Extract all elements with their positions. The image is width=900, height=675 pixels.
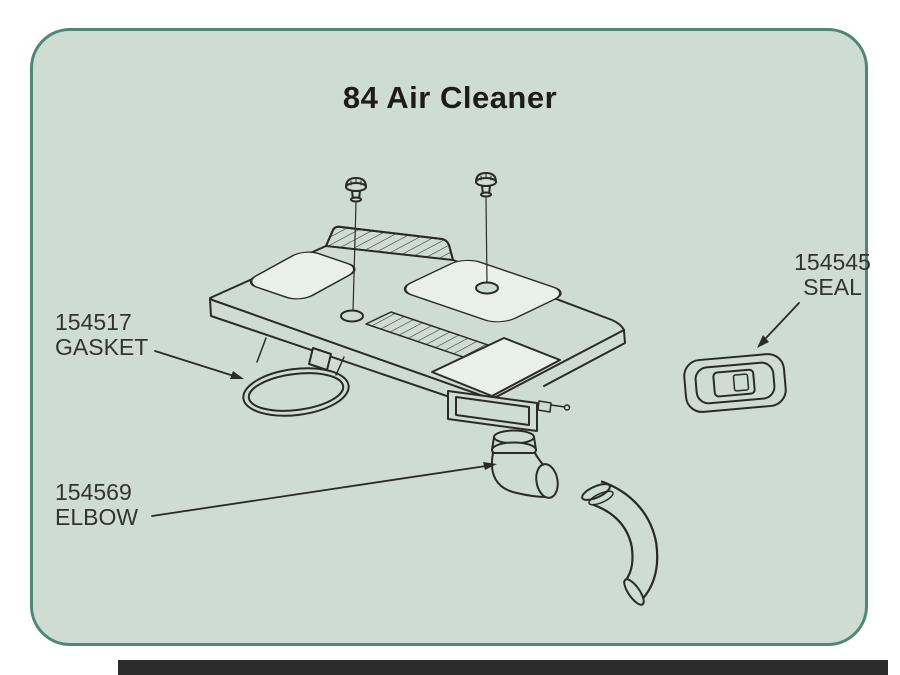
gasket-drawing xyxy=(242,367,350,417)
seal-label: 154545 SEAL xyxy=(780,249,885,301)
gasket-part-number: 154517 xyxy=(55,309,132,335)
wing-nut-left-drawing xyxy=(345,177,367,312)
snorkel-opening-drawing xyxy=(447,390,571,432)
elbow-drawing xyxy=(491,429,559,499)
page-title: 84 Air Cleaner xyxy=(342,80,558,115)
elbow-part-name: ELBOW xyxy=(55,504,139,531)
gasket-part-name: GASKET xyxy=(55,334,149,361)
hose-drawing xyxy=(581,480,659,606)
seal-part-name: SEAL xyxy=(803,274,862,301)
gasket-label: 154517 GASKET xyxy=(55,309,149,361)
air-cleaner-cover-drawing xyxy=(209,225,626,414)
elbow-part-number: 154569 xyxy=(55,479,132,505)
seal-drawing xyxy=(683,353,787,413)
seal-arrow xyxy=(757,302,800,348)
elbow-label: 154569 ELBOW xyxy=(55,479,139,531)
elbow-arrow xyxy=(151,462,497,517)
bottom-border-strip xyxy=(118,660,888,675)
wing-nut-right-drawing xyxy=(475,172,497,284)
gasket-arrow xyxy=(154,350,244,379)
seal-part-number: 154545 xyxy=(794,249,871,275)
